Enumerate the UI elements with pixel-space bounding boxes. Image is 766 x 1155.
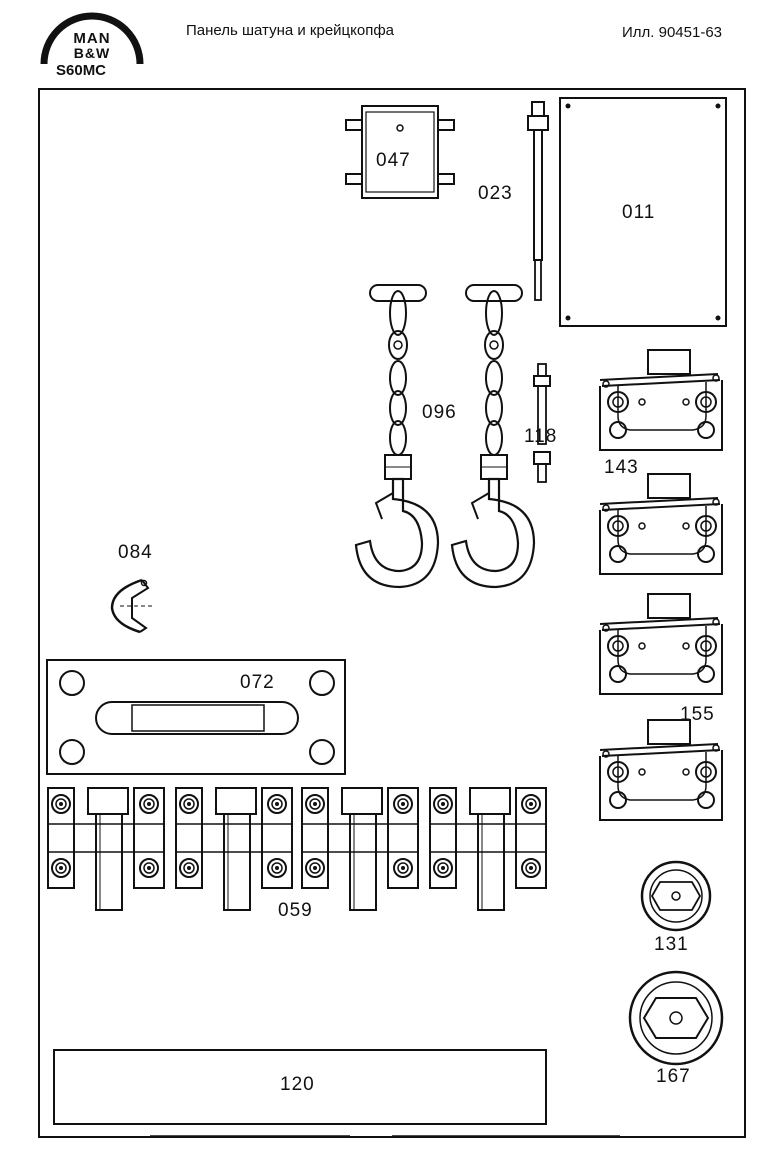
logo-text-man: MAN <box>73 30 111 47</box>
tool-panel-board <box>38 88 746 1138</box>
part-131-socket <box>640 860 712 932</box>
engine-model: S60MC <box>56 62 107 79</box>
part-084-clip <box>110 578 152 634</box>
label-011: 011 <box>622 202 656 223</box>
part-059-clamp-1 <box>48 788 164 910</box>
label-155: 155 <box>680 704 715 725</box>
label-084: 084 <box>118 542 153 563</box>
man-bw-logo: MAN B&W <box>36 8 148 88</box>
part-023-bolt <box>527 101 549 301</box>
part-155-bracket-1 <box>599 593 723 695</box>
part-011-plate <box>559 97 727 327</box>
part-120-box <box>53 1049 547 1125</box>
label-118: 118 <box>524 426 558 447</box>
label-059: 059 <box>278 900 313 921</box>
logo-text-bw: B&W <box>73 45 111 61</box>
part-096-chain-hook-right <box>450 283 536 589</box>
label-072: 072 <box>240 672 275 693</box>
part-167-socket <box>628 970 724 1066</box>
part-096-chain-hook-left <box>354 283 440 589</box>
label-131: 131 <box>654 934 689 955</box>
page-title: Панель шатуна и крейцкопфа <box>186 22 395 39</box>
label-143: 143 <box>604 457 639 478</box>
part-143-bracket-2 <box>599 473 723 575</box>
part-072-plate <box>46 659 346 775</box>
part-155-bracket-2 <box>599 719 723 821</box>
label-096: 096 <box>422 402 457 423</box>
label-023: 023 <box>478 183 513 204</box>
part-118-stud <box>533 363 551 483</box>
logo-arc-icon <box>40 12 144 65</box>
label-047: 047 <box>376 150 411 171</box>
part-059-clamp-4 <box>430 788 546 910</box>
part-059-clamp-3 <box>302 788 418 910</box>
part-143-bracket-1 <box>599 349 723 451</box>
part-047-fixture <box>345 105 455 199</box>
label-167: 167 <box>656 1066 691 1087</box>
illustration-number: Илл. 90451-63 <box>622 24 723 41</box>
part-059-clamp-2 <box>176 788 292 910</box>
label-120: 120 <box>280 1074 315 1095</box>
